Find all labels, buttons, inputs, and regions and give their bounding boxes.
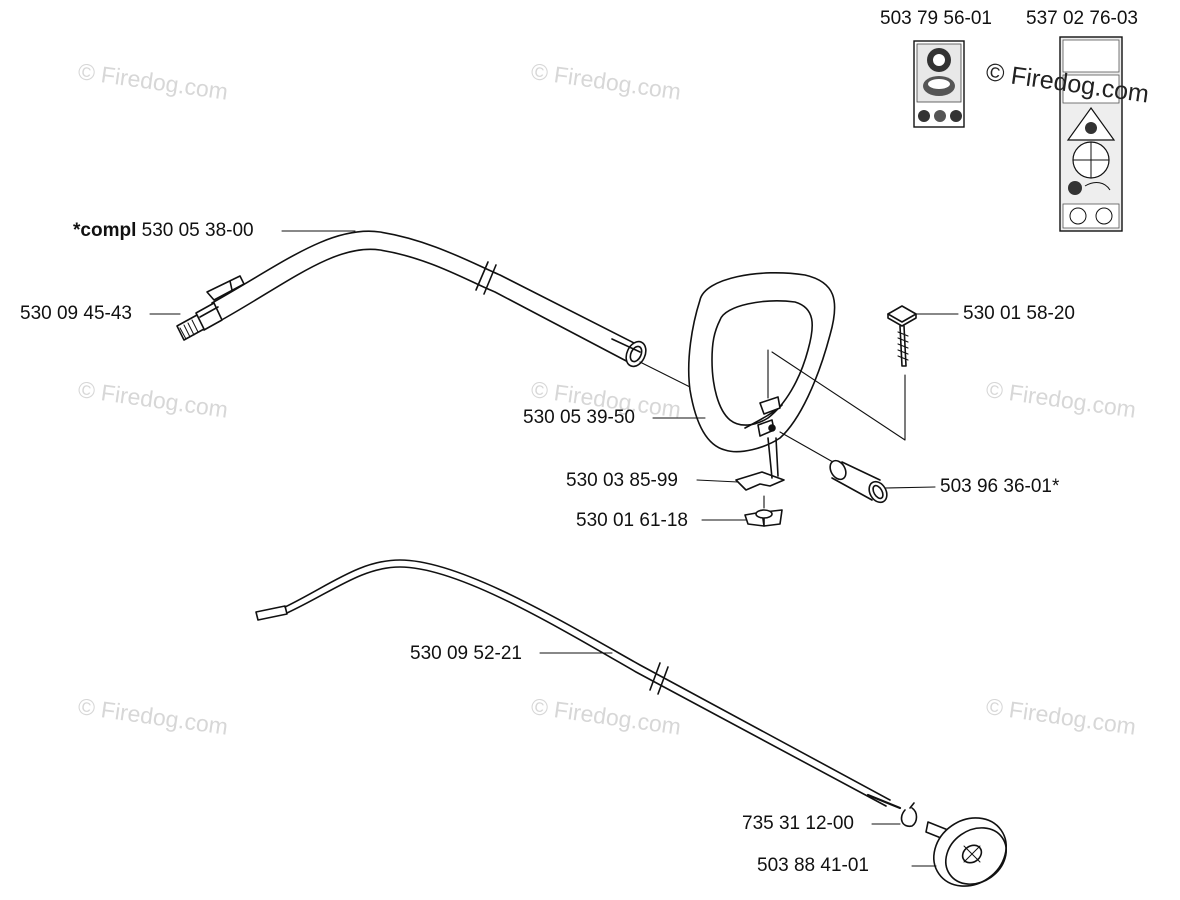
wing-nut-label: 530 01 61-18 xyxy=(576,510,688,531)
sleeve-label: 503 96 36-01* xyxy=(940,476,1060,497)
tube-bracket xyxy=(206,275,245,301)
handle-screw-label: 530 01 58-20 xyxy=(963,303,1075,324)
decal-1-image xyxy=(913,40,965,128)
circlip-label: 735 31 12-00 xyxy=(742,813,854,834)
wing-nut-part xyxy=(744,495,783,527)
coupling-label: 530 09 45-43 xyxy=(20,303,132,324)
decal-1-label: 503 79 56-01 xyxy=(880,8,992,29)
drive-shaft-label: 530 09 52-21 xyxy=(410,643,522,664)
coupling-part xyxy=(176,302,223,341)
bracket-label: 530 03 85-99 xyxy=(566,470,678,491)
tube-assembly-number: 530 05 38-00 xyxy=(141,220,254,241)
leader-lines xyxy=(149,230,959,867)
decal-2-image xyxy=(1059,36,1123,232)
circlip-part xyxy=(900,802,918,828)
tube-assembly-label: *compl 530 05 38-00 xyxy=(73,220,254,242)
drive-disc-part xyxy=(925,817,1007,887)
tube-assembly-prefix: *compl xyxy=(73,220,137,241)
drive-shaft-part xyxy=(255,559,902,810)
sleeve-part xyxy=(829,459,888,506)
bracket-part xyxy=(735,437,785,491)
shaft-tube xyxy=(211,230,701,393)
loop-handle-label: 530 05 39-50 xyxy=(523,407,635,428)
loop-handle-part xyxy=(687,272,906,467)
screw-part xyxy=(887,305,917,367)
drive-disc-label: 503 88 41-01 xyxy=(757,855,869,876)
decal-2-label: 537 02 76-03 xyxy=(1026,8,1138,29)
